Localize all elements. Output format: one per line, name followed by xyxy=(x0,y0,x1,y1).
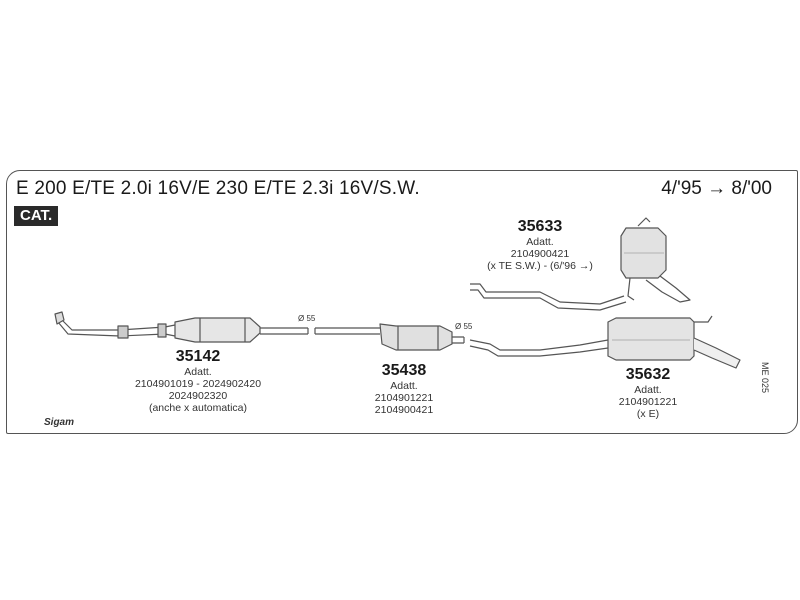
diameter-label: Ø 55 xyxy=(298,314,316,323)
part-line: Adatt. xyxy=(526,236,554,248)
part-line: Adatt. xyxy=(184,366,212,378)
part-line: 2104900421 xyxy=(510,248,570,260)
part-line: (anche x automatica) xyxy=(148,402,248,414)
part-line: Adatt. xyxy=(634,384,662,396)
vehicle-model-title: E 200 E/TE 2.0i 16V/E 230 E/TE 2.3i 16V/… xyxy=(16,178,420,199)
part-35142[interactable]: 35142 Adatt. 2104901019 - 2024902420 202… xyxy=(118,348,278,414)
part-line: 2104901019 - 2024902420 xyxy=(134,378,262,390)
brand-logo: Sigam xyxy=(44,417,75,428)
part-35438[interactable]: 35438 Adatt. 2104901221 2104900421 xyxy=(354,362,454,416)
part-number: 35632 xyxy=(625,366,671,383)
upper-rear-35633 xyxy=(470,217,691,311)
part-number: 35438 xyxy=(381,362,427,379)
part-line: Adatt. xyxy=(390,380,418,392)
part-line: (x E) xyxy=(636,408,660,420)
rear-section-35632 xyxy=(469,315,741,369)
part-number: 35633 xyxy=(517,218,563,235)
middle-pipe-35438 xyxy=(314,323,465,351)
part-line: 2024902320 xyxy=(168,390,228,402)
catalyst-badge: CAT. xyxy=(14,206,59,226)
part-line: 2104901221 xyxy=(618,396,678,408)
part-number: 35142 xyxy=(175,348,221,365)
part-line: 2104900421 xyxy=(374,404,434,416)
front-pipe-35142 xyxy=(54,311,309,343)
production-date-range: 4/'95 → 8/'00 xyxy=(661,178,772,199)
part-line: 2104901221 xyxy=(374,392,434,404)
part-line: (x TE S.W.) - (6/'96 →) xyxy=(487,260,593,272)
part-35632[interactable]: 35632 Adatt. 2104901221 (x E) xyxy=(598,366,698,420)
diameter-label: Ø 55 xyxy=(455,322,473,331)
diagram-frame xyxy=(6,170,798,434)
part-35633[interactable]: 35633 Adatt. 2104900421 (x TE S.W.) - (6… xyxy=(475,218,605,272)
diagram-code: ME 025 xyxy=(760,362,770,394)
